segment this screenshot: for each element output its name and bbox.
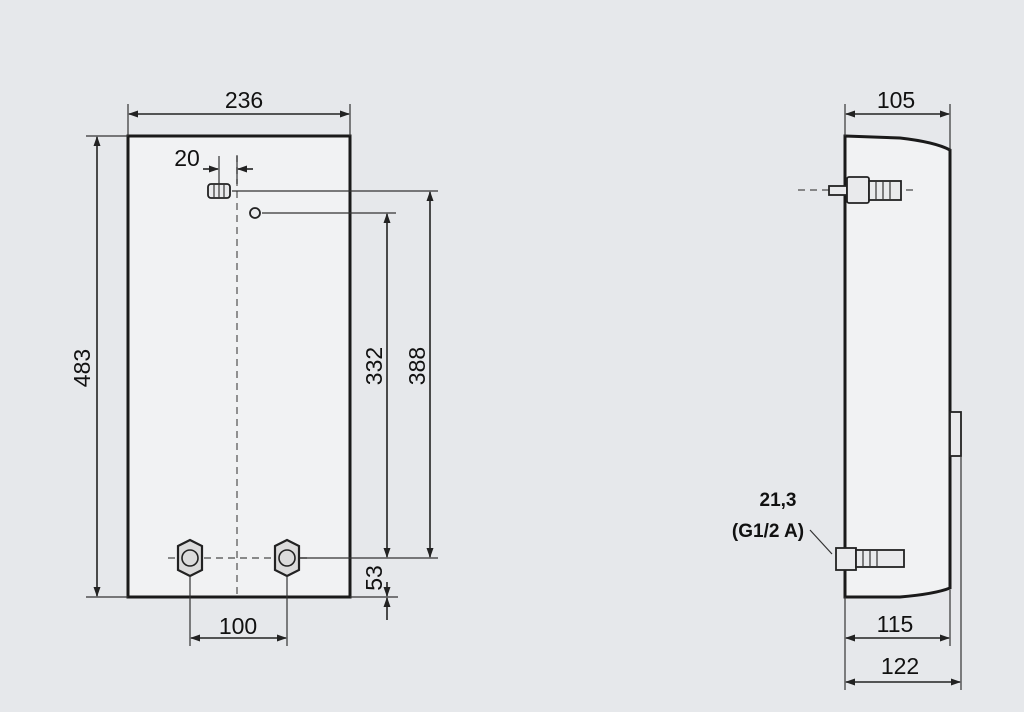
connection-size-label: 21,3 <box>760 490 797 511</box>
offset-dimension-label: 20 <box>174 145 200 171</box>
width-dimension-label: 236 <box>225 87 263 113</box>
left-pipe-fitting <box>176 538 204 578</box>
side-view: 21,3 (G1/2 A) 105 115 122 <box>732 87 962 690</box>
mounting-hole <box>249 207 261 219</box>
front-housing-outline <box>126 134 352 599</box>
depth-total-dimension-label: 122 <box>881 653 919 679</box>
side-bump <box>949 411 962 457</box>
side-top-connector <box>828 176 902 204</box>
connection-leader-line <box>809 529 833 555</box>
depth-mid-dimension-label: 115 <box>877 611 914 637</box>
pipe-spacing-label: 100 <box>219 613 257 639</box>
right-pipe-fitting <box>273 538 301 578</box>
inner-dimension-label-2: 388 <box>404 347 430 385</box>
front-view: 236 20 483 332 388 53 100 <box>69 87 438 646</box>
depth-dimension-label: 105 <box>877 87 915 113</box>
thread-label: (G1/2 A) <box>732 521 804 542</box>
top-connector <box>207 183 231 199</box>
side-housing-outline <box>843 134 952 599</box>
bottom-offset-label: 53 <box>361 565 387 591</box>
height-dimension-label: 483 <box>69 349 95 387</box>
side-bottom-pipe <box>835 547 905 571</box>
inner-dimension-label-1: 332 <box>361 347 387 385</box>
